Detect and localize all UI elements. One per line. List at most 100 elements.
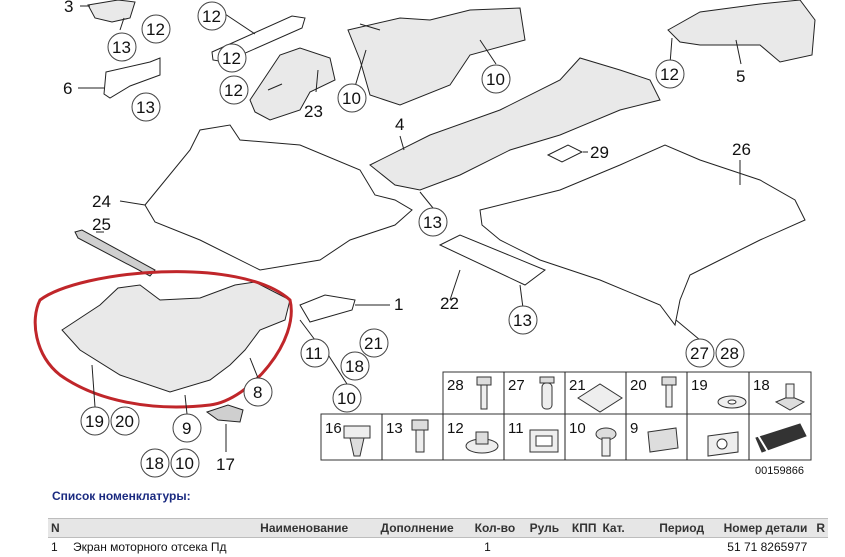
callout-22[interactable]: 22 [440, 294, 459, 313]
parts-table-header: N Наименование Дополнение Кол-во Руль КП… [48, 518, 828, 538]
col-gearbox: КПП [562, 518, 600, 538]
part-3-drawing [87, 0, 136, 23]
part-17-drawing [205, 404, 244, 423]
callout-10[interactable]: 10 [175, 454, 194, 473]
callout-circle [340, 351, 370, 381]
col-addition: Дополнение [351, 518, 457, 538]
callout-13[interactable]: 13 [136, 98, 155, 117]
washer-icon [717, 395, 747, 409]
callout-13[interactable]: 13 [112, 38, 131, 57]
callout-27[interactable]: 27 [690, 344, 709, 363]
callout-9[interactable]: 9 [182, 419, 191, 438]
fastener-legend: 28 27 21 20 19 18 [320, 371, 812, 461]
callout-8[interactable]: 8 [253, 383, 262, 402]
row-wheel [518, 538, 562, 557]
callout-11[interactable]: 11 [305, 344, 323, 363]
callout-29[interactable]: 29 [590, 143, 609, 162]
legend-label: 19 [691, 377, 708, 394]
legend-label: 21 [569, 377, 586, 394]
callout-circle [107, 32, 137, 62]
row-r [810, 538, 828, 557]
row-period [637, 538, 707, 557]
row-part-number[interactable]: 51 71 8265977 [727, 540, 808, 554]
highlight-ellipse [33, 270, 293, 409]
callout-circle [481, 64, 511, 94]
row-qty: 1 [484, 540, 491, 554]
legend-label: 13 [386, 420, 403, 437]
legend-label: 10 [569, 420, 586, 437]
row-gearbox [562, 538, 599, 557]
callout-28[interactable]: 28 [720, 344, 739, 363]
callout-19[interactable]: 19 [85, 412, 104, 431]
callout-10[interactable]: 10 [486, 70, 505, 89]
retainer-clip-icon [647, 427, 679, 453]
row-cat [599, 538, 636, 557]
row-name[interactable]: Экран моторного отсека Пд [72, 540, 227, 554]
callout-circle [219, 75, 249, 105]
callout-circle [110, 406, 140, 436]
callout-3[interactable]: 3 [64, 0, 73, 16]
callout-circle [80, 406, 110, 436]
callout-26[interactable]: 26 [732, 140, 751, 159]
callout-circle [140, 448, 170, 478]
callout-circle [332, 383, 362, 413]
callout-circle [685, 338, 715, 368]
row-n: 1 [51, 540, 58, 554]
legend-label: 18 [753, 377, 770, 394]
parts-list-title: Список номенклатуры: [52, 489, 191, 503]
col-wheel: Руль [518, 518, 563, 538]
wire-clip-icon [707, 431, 739, 457]
col-part-number: Номер детали [707, 518, 811, 538]
callout-10[interactable]: 10 [342, 89, 361, 108]
callout-21[interactable]: 21 [364, 334, 383, 353]
row-addition [351, 538, 456, 557]
callout-6[interactable]: 6 [63, 79, 72, 98]
flange-nut-icon [465, 431, 499, 454]
callout-12[interactable]: 12 [222, 49, 241, 68]
col-cat: Кат. [599, 518, 637, 538]
callout-5[interactable]: 5 [736, 67, 745, 86]
part-29-drawing [546, 144, 584, 163]
callout-circle [508, 305, 538, 335]
callout-12[interactable]: 12 [202, 7, 221, 26]
callout-circle [655, 59, 685, 89]
push-clip-icon [343, 425, 371, 457]
callout-25[interactable]: 25 [92, 215, 111, 234]
screw-icon [661, 376, 677, 408]
callout-4[interactable]: 4 [395, 115, 404, 134]
callout-circle [141, 14, 171, 44]
callout-20[interactable]: 20 [115, 412, 134, 431]
col-n: N [48, 518, 70, 538]
col-r: R [810, 518, 828, 538]
table-row[interactable]: 1 Экран моторного отсека Пд 1 51 71 8265… [48, 538, 828, 557]
arrow-icon [755, 423, 807, 453]
callout-12[interactable]: 12 [224, 81, 243, 100]
part-10-cover-drawing [347, 7, 526, 106]
legend-label: 20 [630, 377, 647, 394]
col-qty: Кол-во [456, 518, 519, 538]
callout-24[interactable]: 24 [92, 192, 111, 211]
callout-18[interactable]: 18 [145, 454, 164, 473]
callout-23[interactable]: 23 [304, 102, 323, 121]
legend-label: 28 [447, 377, 464, 394]
callout-18[interactable]: 18 [345, 357, 364, 376]
part-1-drawing [61, 281, 291, 393]
leader-lines [78, 5, 742, 452]
callout-circle [243, 377, 273, 407]
part-23-drawing [249, 47, 336, 121]
callout-circle [715, 338, 745, 368]
callout-17[interactable]: 17 [216, 455, 235, 474]
callout-12[interactable]: 12 [660, 65, 679, 84]
hex-bolt-icon [411, 419, 429, 453]
part-22-drawing [438, 234, 547, 286]
callout-10[interactable]: 10 [337, 389, 356, 408]
callout-circle [172, 413, 202, 443]
callout-circle [418, 207, 448, 237]
clip-plate-icon [577, 383, 623, 413]
callout-12[interactable]: 12 [146, 20, 165, 39]
callout-13[interactable]: 13 [423, 213, 442, 232]
nut-icon [774, 383, 806, 411]
self-tap-screw-icon [595, 427, 617, 457]
callout-13[interactable]: 13 [513, 311, 532, 330]
callout-1[interactable]: 1 [394, 295, 403, 314]
